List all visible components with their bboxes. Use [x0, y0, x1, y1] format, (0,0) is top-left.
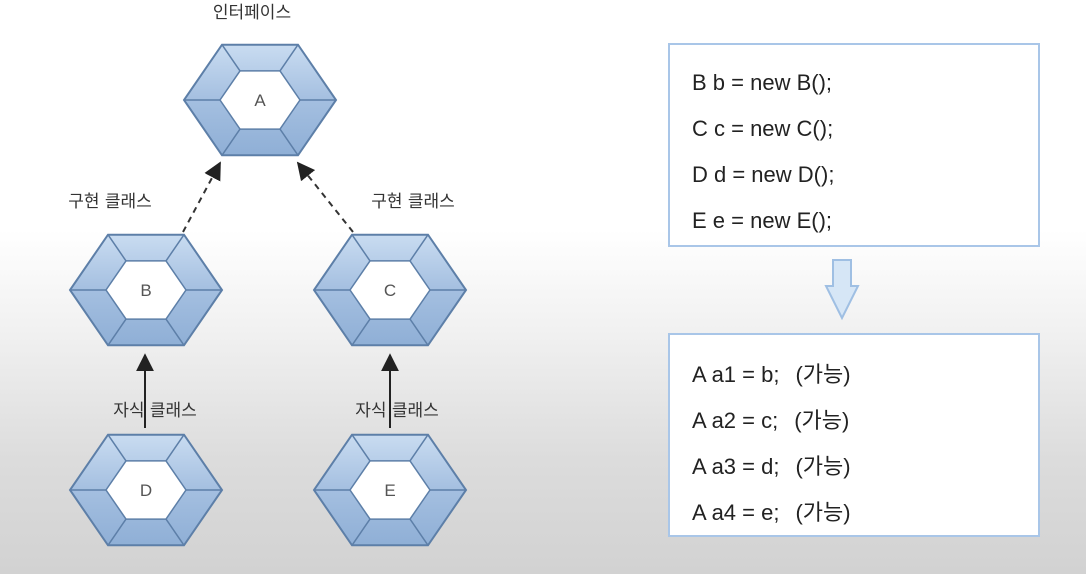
code-line: D d = new D();: [692, 162, 835, 187]
interface-assignment-box: A a1 = b; (가능) A a2 = c; (가능) A a3 = d; (가능…: [668, 333, 1040, 537]
assignment-note: (가능): [795, 362, 851, 387]
node-label: E: [384, 481, 395, 500]
interface-caption: 인터페이스: [213, 3, 291, 23]
implements-arrow-c-a: [296, 161, 354, 233]
assignment-line: A a4 = e; (가능): [692, 495, 851, 527]
child-class-caption-right: 자식 클래스: [355, 401, 439, 421]
code-line: E e = new E();: [692, 208, 833, 233]
hexagon-node-e: E: [312, 433, 468, 547]
assignment-code: A a2 = c;: [692, 408, 779, 433]
down-arrow-icon: [824, 259, 860, 321]
assignment-code: A a3 = d;: [692, 454, 780, 479]
assignment-note: (가능): [795, 500, 851, 525]
implements-arrow-b-a: [182, 161, 221, 233]
node-label: B: [140, 281, 151, 300]
assignment-line: A a1 = b; (가능): [692, 357, 851, 389]
hexagon-node-c: C: [312, 233, 468, 347]
hexagon-node-b: B: [68, 233, 224, 347]
assignment-line: A a2 = c; (가능): [692, 403, 849, 435]
assignment-code: A a4 = e;: [692, 500, 780, 525]
hexagon-node-a: A: [182, 43, 338, 157]
assignment-note: (가능): [794, 408, 850, 433]
child-class-caption-left: 자식 클래스: [113, 401, 197, 421]
impl-class-caption-right: 구현 클래스: [371, 192, 455, 212]
assignment-note: (가능): [795, 454, 851, 479]
node-label: C: [384, 281, 396, 300]
assignment-code: A a1 = b;: [692, 362, 780, 387]
code-line: C c = new C();: [692, 116, 834, 141]
node-label: A: [254, 91, 266, 110]
impl-class-caption-left: 구현 클래스: [68, 192, 152, 212]
hexagon-node-d: D: [68, 433, 224, 547]
node-label: D: [140, 481, 152, 500]
assignment-line: A a3 = d; (가능): [692, 449, 851, 481]
object-creation-box: B b = new B(); C c = new C(); D d = new …: [668, 43, 1040, 247]
code-line: B b = new B();: [692, 70, 833, 95]
